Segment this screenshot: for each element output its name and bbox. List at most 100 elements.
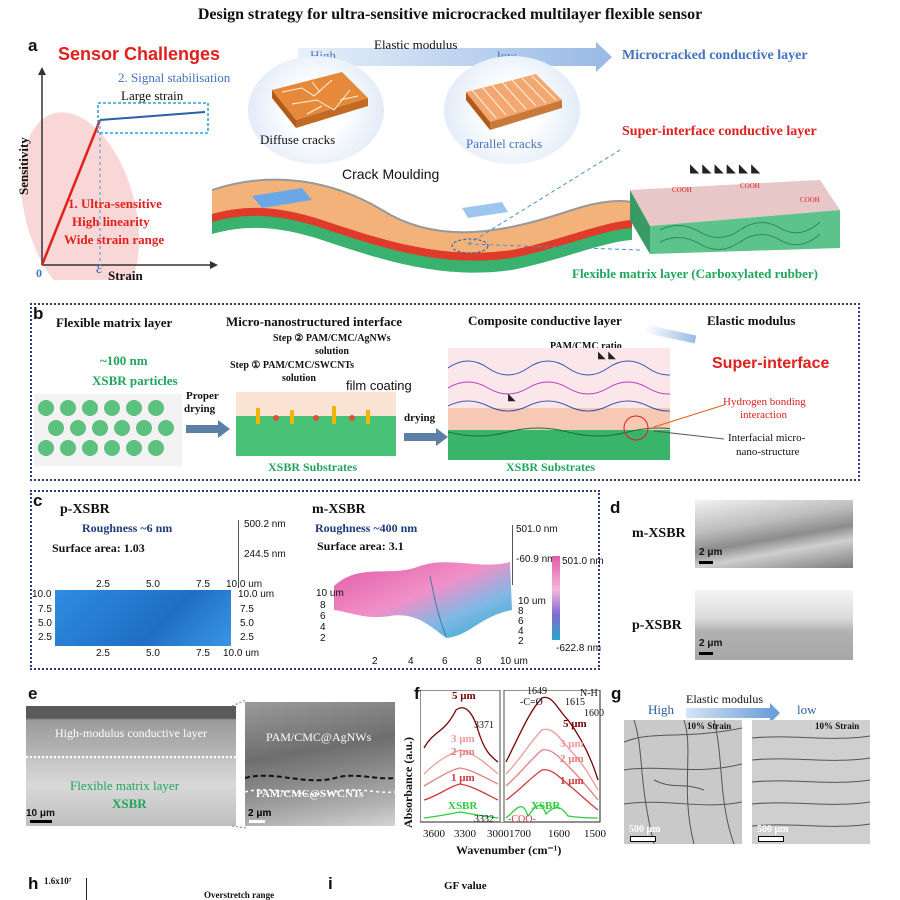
m-xsbr-roughness: Roughness ~400 nm [315, 521, 418, 535]
m-tick-left: 2 [320, 633, 326, 644]
e-swcnts-label: PAM/CMC@SWCNTs [256, 788, 364, 800]
super-interface-heading: Super-interface [712, 355, 830, 372]
p-tick-bottom: 2.5 [96, 648, 110, 659]
p-tick-left: 7.5 [38, 604, 52, 615]
drying-label-1: drying [184, 403, 216, 415]
e-scale-bar-left [30, 820, 52, 823]
g-modulus-arrow [686, 708, 772, 718]
elastic-modulus-b: Elastic modulus [707, 313, 796, 328]
g-modulus-arrow-head [770, 703, 780, 723]
m-tick-right: 6 [518, 616, 524, 627]
interface-illustration [236, 392, 396, 456]
challenge-1-line1: 1. Ultra-sensitive [68, 196, 162, 211]
panel-c-frame [30, 490, 600, 670]
m-xsbr-afm-surface [334, 562, 512, 638]
m-xsbr-sem-image [695, 500, 853, 568]
p-tick-bottom: 7.5 [196, 648, 210, 659]
signal-stabilisation-box [97, 102, 209, 134]
ftir-left-1um [423, 783, 499, 801]
p-tick-left: 5.0 [38, 618, 52, 629]
step2-line1: Step ② PAM/CMC/AgNWs [273, 333, 391, 344]
m-xsbr-title: m-XSBR [312, 502, 366, 517]
m-tick-bottom: 6 [442, 656, 448, 667]
challenge-2-line2: Large strain [121, 88, 184, 103]
drying-label-2: drying [404, 412, 436, 424]
m-tick-right: 4 [518, 626, 524, 637]
d-m-xsbr-label: m-XSBR [632, 526, 686, 541]
f-peak-1600: 1600 [584, 708, 604, 719]
p-tick-bottom: 10.0 um [223, 648, 260, 659]
e-scale-left: 10 μm [26, 808, 55, 819]
p-xsbr-sem-image [695, 590, 853, 660]
ftir-right-2um [505, 749, 599, 801]
m-tick-right: 8 [518, 606, 524, 617]
sensitivity-plateau-line [99, 111, 206, 121]
m-tick-left: 4 [320, 622, 326, 633]
challenge-2-line1: 2. Signal stabilisation [118, 70, 231, 85]
p-xsbr-surface-area: Surface area: 1.03 [52, 541, 145, 555]
f-tick-1500: 1500 [584, 828, 606, 840]
hbond-line1: Hydrogen bonding [723, 396, 806, 408]
i-gf-value-label: GF value [444, 880, 487, 892]
colorbar-top: 501.0 nm [562, 556, 604, 567]
panel-label-c: c [33, 491, 43, 510]
y-axis-arrow [38, 67, 46, 75]
p-tick-top: 5.0 [146, 579, 160, 590]
g-parallel-crack-image [752, 720, 870, 844]
step1-line1: Step ① PAM/CMC/SWCNTs [230, 360, 354, 371]
p-tick-right: 10.0 um [238, 589, 275, 600]
m-tick-right: 10 um [518, 596, 546, 607]
film-coating-label: film coating [346, 378, 412, 393]
p-tick-top: 2.5 [96, 579, 110, 590]
figure-title: Design strategy for ultra-sensitive micr… [197, 6, 703, 23]
panel-label-h: h [28, 874, 39, 893]
f-peak-1615: 1615 [565, 697, 585, 708]
panel-label-a: a [28, 36, 38, 55]
p-tick-top: 10.0 um [226, 579, 263, 590]
hbond-line2: interaction [740, 409, 788, 421]
xsbr-particles-label: XSBR particles [92, 373, 178, 388]
composite-heading: Composite conductive layer [468, 313, 622, 328]
f-tick-3000: 3000 [487, 828, 509, 840]
panel-label-d: d [610, 498, 621, 517]
f-right-xsbr: XSBR [531, 800, 561, 812]
g-modulus-label: Elastic modulus [686, 692, 763, 706]
p-z-axis [238, 520, 239, 588]
e-xsbr-label: XSBR [112, 796, 147, 811]
cooh-label: COOH [740, 182, 760, 190]
f-right-1um: 1 μm [560, 775, 584, 787]
f-peak-3332: 3332 [474, 814, 494, 825]
pam-cmc-ratio: PAM/CMC ratio [550, 341, 622, 352]
proper-label: Proper [186, 390, 219, 402]
e-agnws-label: PAM/CMC@AgNWs [266, 730, 372, 744]
p-xsbr-roughness: Roughness ~6 nm [82, 521, 173, 535]
p-xsbr-title: p-XSBR [60, 502, 110, 517]
modulus-label: Elastic modulus [374, 37, 458, 52]
m-z-top: 501.0 nm [516, 524, 558, 535]
xsbr-particles-illustration [34, 394, 182, 466]
panel-label-b: b [33, 304, 44, 323]
diffuse-cracks-label: Diffuse cracks [260, 132, 336, 147]
m-tick-bottom: 10 um [500, 656, 528, 667]
f-left-1um: 1 μm [451, 772, 475, 784]
modulus-arrow-head [596, 42, 612, 72]
sensor-challenges-heading: Sensor Challenges [58, 44, 221, 64]
m-tick-left: 6 [320, 611, 326, 622]
p-z-top: 500.2 nm [244, 519, 286, 530]
m-z-mid: -60.9 nm [516, 554, 556, 565]
f-tick-1700: 1700 [509, 828, 531, 840]
f-y-axis-label: Absorbance (a.u.) [401, 736, 415, 828]
epsilon-label: ε [96, 258, 103, 277]
m-tick-left: 8 [320, 600, 326, 611]
g-strain-right: 10% Strain [815, 721, 860, 731]
ftir-spectra-plot [420, 690, 601, 823]
f-left-3um: 3 μm [451, 733, 475, 745]
p-xsbr-afm-map [55, 590, 231, 646]
g-scale-bar-left [630, 836, 656, 842]
d-p-xsbr-label: p-XSBR [632, 618, 682, 633]
svg-text:◣ ◣: ◣ ◣ [598, 350, 616, 361]
e-zoom-lines [232, 700, 247, 829]
f-tick-1600: 1600 [548, 828, 570, 840]
f-tick-3600: 3600 [423, 828, 445, 840]
svg-text:◣ ◣ ◣ ◣ ◣ ◣: ◣ ◣ ◣ ◣ ◣ ◣ [690, 161, 761, 175]
